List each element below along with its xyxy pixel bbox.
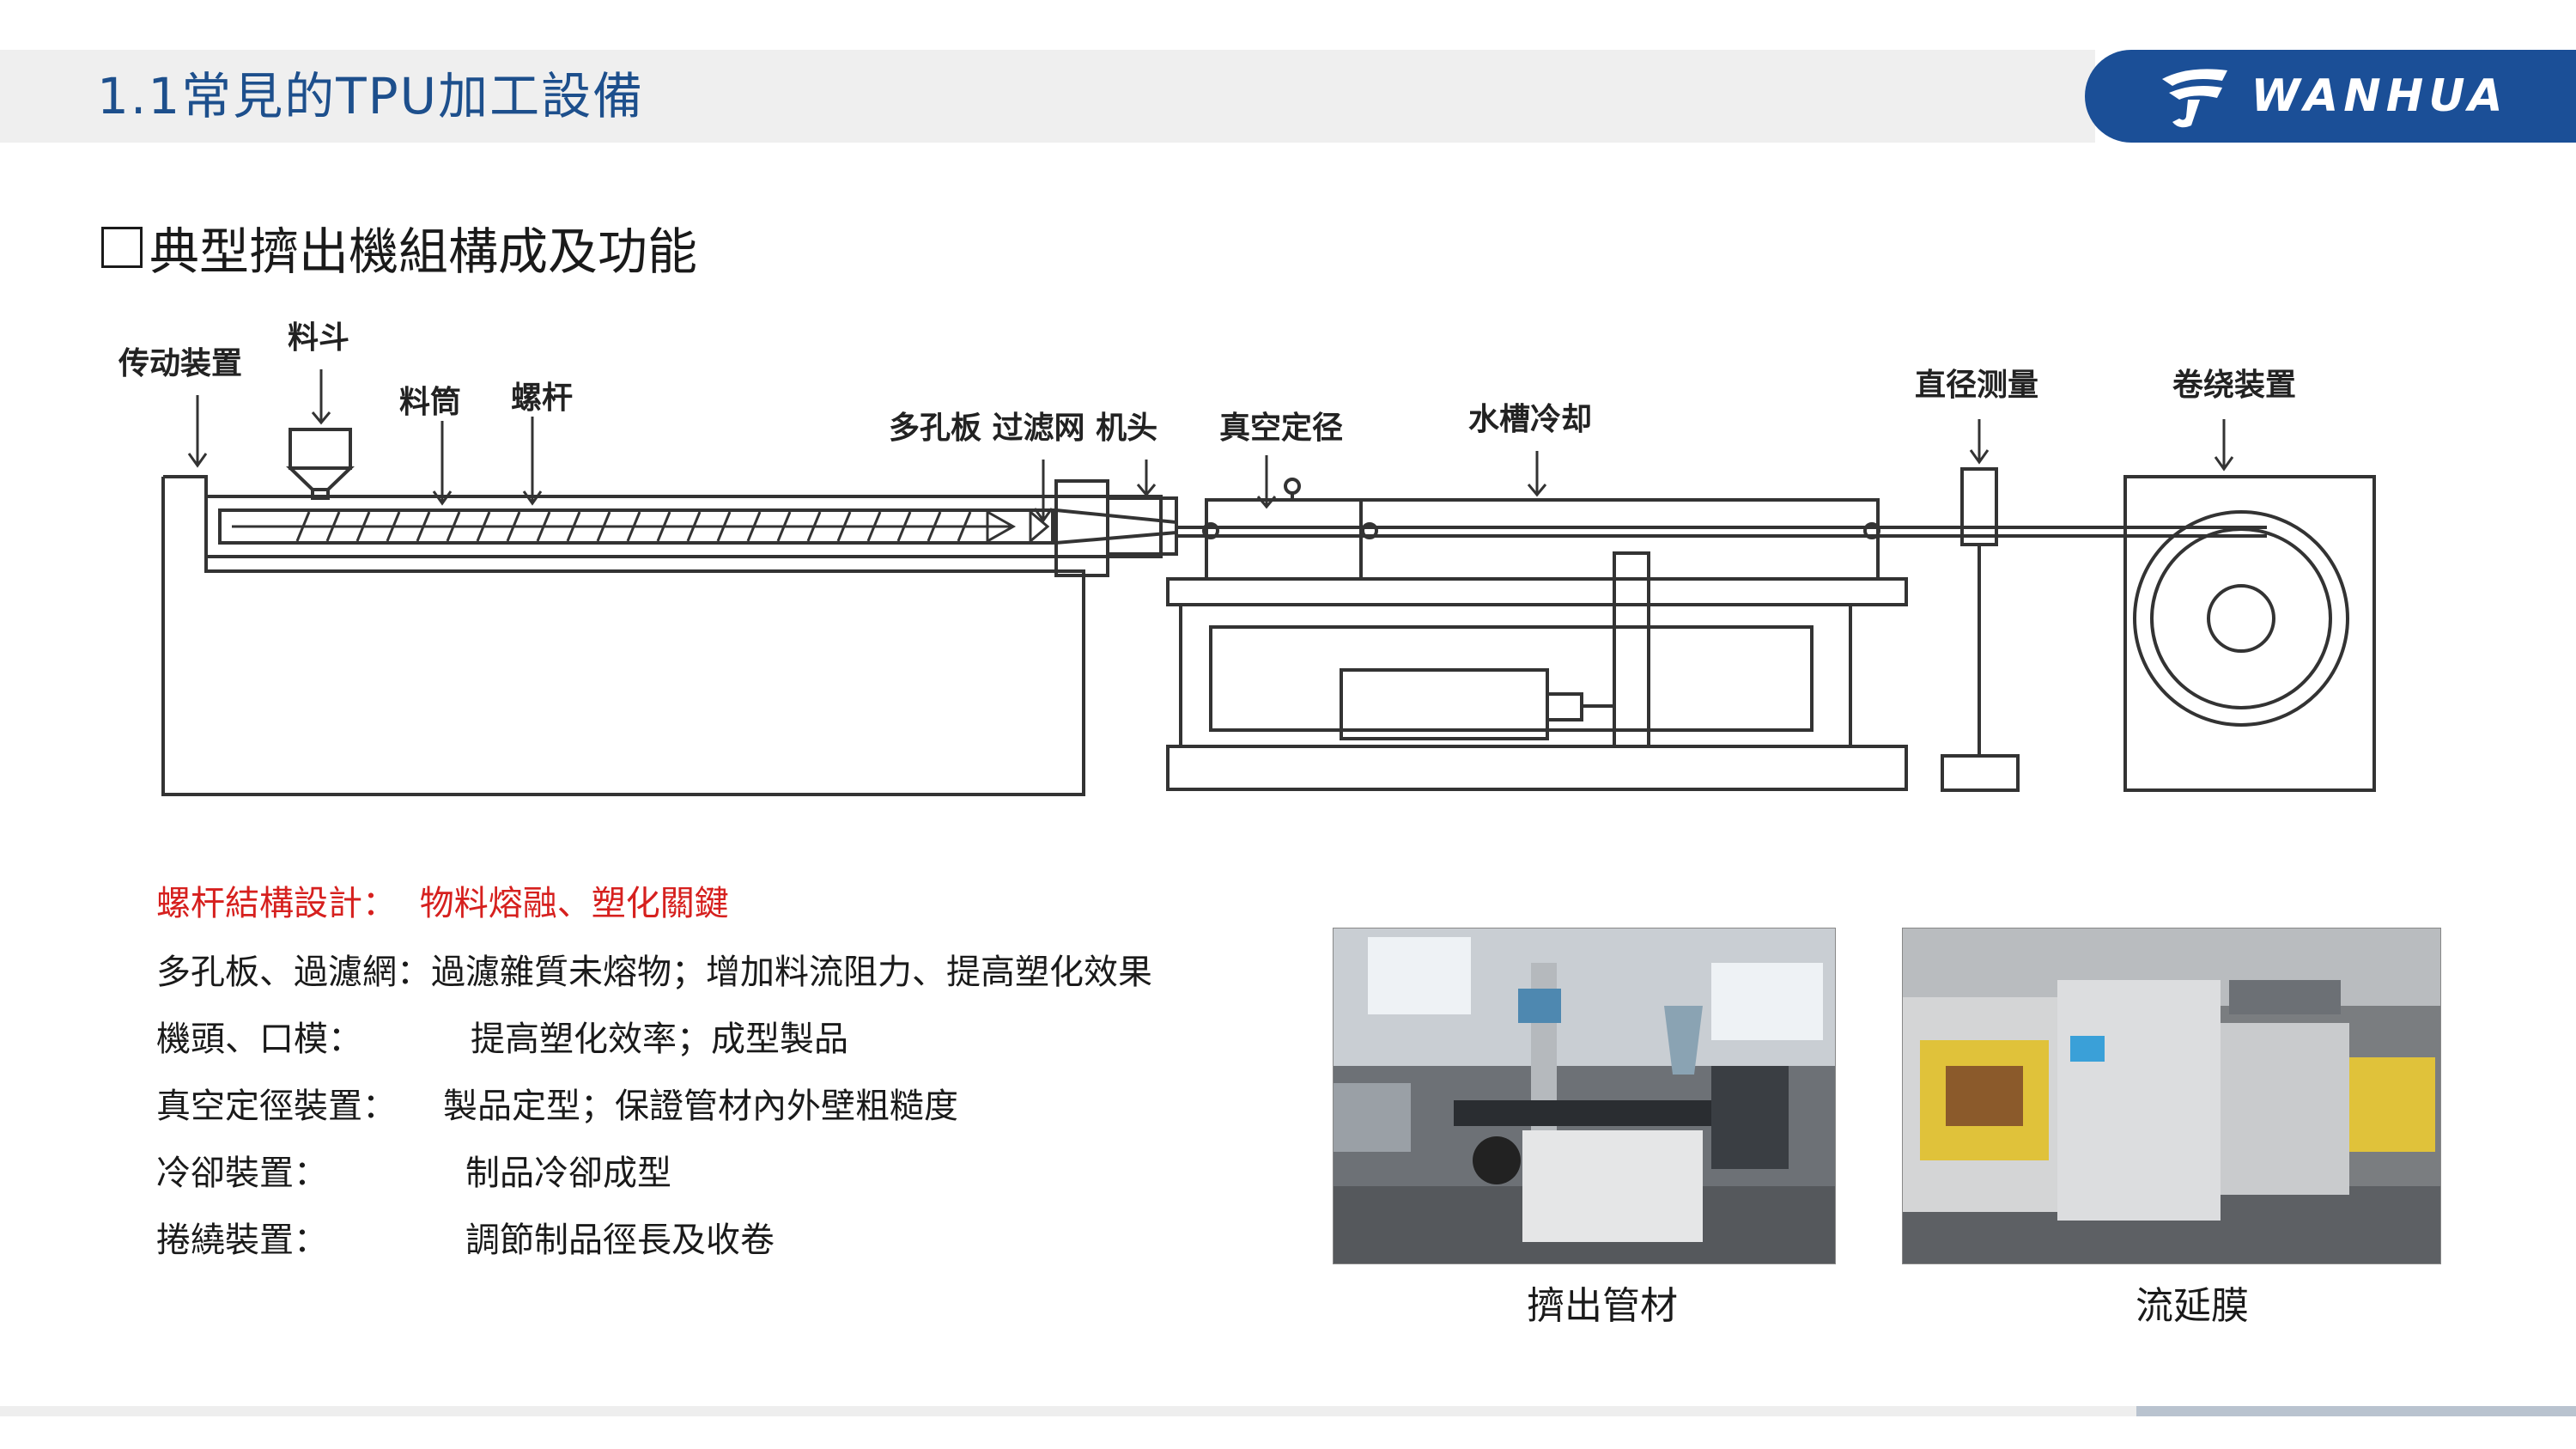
footer-line [0,1406,2576,1416]
function-key: 多孔板、過濾網： [156,953,431,992]
tank-column [1613,551,1650,748]
function-value: 製品定型；保證管材內外壁粗糙度 [443,1087,958,1126]
function-value: 提高塑化效率；成型製品 [471,1020,848,1059]
label-diameter-gauge: 直径测量 [1915,368,2038,403]
footer-accent [2136,1406,2576,1416]
water-tank [1359,498,1880,581]
label-plate-filter-head: 多孔板 过滤网 机头 [889,411,1157,446]
function-item: 多孔板、過濾網：過濾雜質未熔物；增加料流阻力、提高塑化效果 [156,950,1152,995]
function-value: 調節制品徑長及收卷 [465,1221,775,1260]
screw [232,508,1050,545]
function-value: 物料熔融、塑化關鍵 [419,884,729,923]
function-key: 冷卻裝置： [156,1154,328,1193]
checkbox-icon [101,227,143,268]
function-key: 螺杆結構設計： [156,884,397,923]
function-item: 真空定徑裝置： 製品定型；保證管材內外壁粗糙度 [156,1084,958,1129]
die [1106,496,1178,556]
function-item: 冷卻裝置： 制品冷卻成型 [156,1151,671,1196]
winder-box [2123,475,2376,792]
section-title: 典型擠出機組構成及功能 [101,211,697,283]
label-drive: 传动装置 [118,346,242,381]
section-title-text: 典型擠出機組構成及功能 [149,222,698,281]
hopper [286,428,355,500]
photo-pipe-extrusion [1333,928,1836,1264]
head-taper [1054,508,1178,545]
function-item: 螺杆結構設計： 物料熔融、塑化關鍵 [156,881,729,926]
function-item: 捲繞裝置： 調節制品徑長及收卷 [156,1218,775,1263]
logo-wordmark: WANHUA [2251,70,2508,122]
function-key: 真空定徑裝置： [156,1087,397,1126]
extruder-line-diagram: 传动装置 料斗 料筒 螺杆 多孔板 过滤网 机头 真空定径 水槽冷却 直径测量 … [118,320,2376,796]
barrel [204,495,1163,558]
label-hopper: 料斗 [288,320,349,356]
label-barrel: 料筒 [399,385,461,420]
label-water-cooling: 水槽冷却 [1468,402,1592,437]
wanhua-logo-icon [2161,69,2227,128]
page-title: 1.1常見的TPU加工設備 [97,67,645,125]
label-vacuum-sizing: 真空定径 [1219,411,1343,446]
function-value: 過濾雜質未熔物；增加料流阻力、提高塑化效果 [431,953,1152,992]
function-key: 捲繞裝置： [156,1221,328,1260]
extruder-base [161,475,1085,796]
wanhua-logo: WANHUA [2085,50,2576,143]
function-value: 制品冷卻成型 [465,1154,671,1193]
label-screw: 螺杆 [511,381,573,416]
diameter-gauge [1960,467,1998,546]
label-winding: 卷绕装置 [2172,368,2296,403]
function-item: 機頭、口模： 提高塑化效率；成型製品 [156,1017,848,1062]
photo-caption-right: 流延膜 [2136,1284,2249,1328]
header-band [0,50,2095,143]
function-key: 機頭、口模： [156,1020,362,1059]
photo-cast-film [1902,928,2441,1264]
photo-caption-left: 擠出管材 [1527,1284,1678,1328]
vacuum-tank [1205,498,1363,581]
